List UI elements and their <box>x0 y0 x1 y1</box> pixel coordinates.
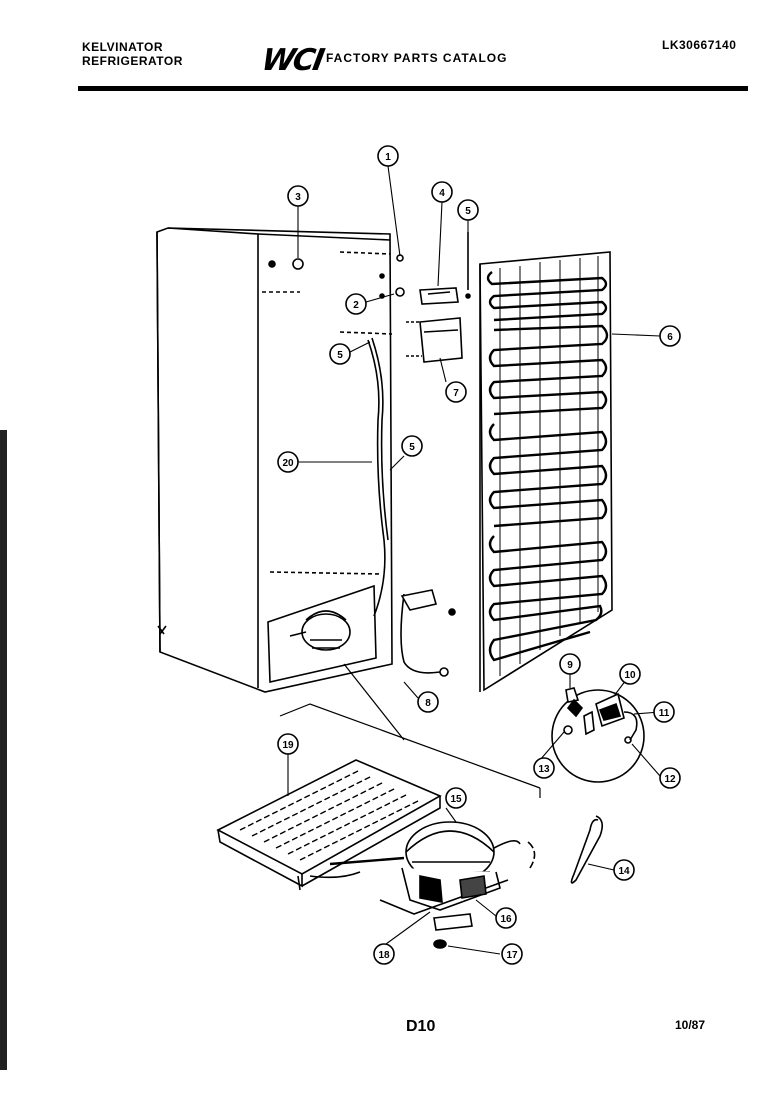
svg-text:16: 16 <box>500 914 512 925</box>
svg-text:20: 20 <box>282 458 294 469</box>
catalog-date: 10/87 <box>675 1018 706 1032</box>
callout-18: 18 <box>373 943 395 965</box>
callout-19: 19 <box>277 733 299 755</box>
svg-text:5: 5 <box>409 442 415 453</box>
callout-13: 13 <box>533 757 555 779</box>
brand-block: KELVINATOR REFRIGERATOR <box>82 40 183 68</box>
svg-text:18: 18 <box>378 950 390 961</box>
svg-text:14: 14 <box>618 866 630 877</box>
callout-17: 17 <box>501 943 523 965</box>
svg-text:13: 13 <box>538 764 550 775</box>
svg-text:7: 7 <box>453 388 459 399</box>
callout-6: 6 <box>659 325 681 347</box>
callout-15: 15 <box>445 787 467 809</box>
catalog-title: FACTORY PARTS CATALOG <box>326 51 508 65</box>
callout-1: 1 <box>377 145 399 167</box>
condenser-coil <box>479 251 613 692</box>
callout-7: 7 <box>445 381 467 403</box>
model-number: LK30667140 <box>662 38 737 52</box>
svg-text:6: 6 <box>667 332 673 343</box>
svg-text:2: 2 <box>353 300 359 311</box>
compressor-assembly <box>216 759 604 949</box>
callout-9: 9 <box>559 653 581 675</box>
callout-5b: 5 <box>329 343 351 365</box>
tubing <box>367 337 456 677</box>
callout-3: 3 <box>287 185 309 207</box>
svg-text:12: 12 <box>664 774 676 785</box>
callout-5a: 5 <box>457 199 479 221</box>
svg-text:5: 5 <box>337 350 343 361</box>
callout-14: 14 <box>613 859 635 881</box>
svg-text:19: 19 <box>282 740 294 751</box>
callout-16: 16 <box>495 907 517 929</box>
explosion-lines <box>279 663 541 798</box>
scan-edge <box>0 430 7 1070</box>
callout-11: 11 <box>653 701 675 723</box>
callout-2: 2 <box>345 293 367 315</box>
cabinet <box>156 227 405 693</box>
callouts: 1 2 3 4 5 6 7 5 5 8 9 10 11 12 13 14 15 … <box>277 145 681 965</box>
callout-5c: 5 <box>401 435 423 457</box>
svg-text:3: 3 <box>295 192 301 203</box>
brackets <box>406 232 471 363</box>
relay-inset <box>551 687 645 783</box>
svg-text:8: 8 <box>425 698 431 709</box>
svg-text:10: 10 <box>624 670 636 681</box>
leader-lines <box>287 165 661 955</box>
svg-text:4: 4 <box>439 188 445 199</box>
svg-text:17: 17 <box>506 950 518 961</box>
product-name: REFRIGERATOR <box>82 54 183 68</box>
callout-8: 8 <box>417 691 439 713</box>
svg-text:9: 9 <box>567 660 573 671</box>
brand-name: KELVINATOR <box>82 40 164 54</box>
svg-text:5: 5 <box>465 206 471 217</box>
svg-text:1: 1 <box>385 152 391 163</box>
header-rule <box>78 86 748 91</box>
callout-20: 20 <box>277 451 299 473</box>
svg-text:11: 11 <box>659 708 670 719</box>
page-code: D10 <box>406 1018 436 1035</box>
callout-4: 4 <box>431 181 453 203</box>
svg-text:15: 15 <box>450 794 462 805</box>
callout-12: 12 <box>659 767 681 789</box>
callout-10: 10 <box>619 663 641 685</box>
